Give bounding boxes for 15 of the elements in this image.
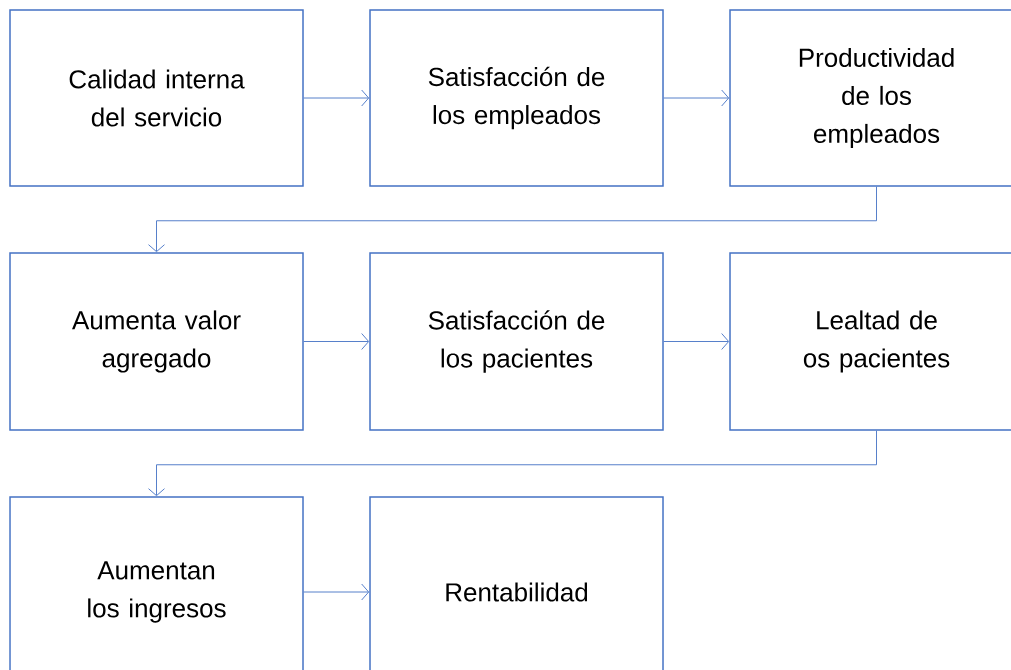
arrow xyxy=(663,333,730,350)
arrow xyxy=(148,430,877,497)
process-box: Rentabilidad xyxy=(369,496,664,670)
process-box: Lealtad de os pacientes xyxy=(729,252,1011,431)
arrow xyxy=(303,333,370,350)
arrow xyxy=(663,89,730,107)
arrow xyxy=(148,186,877,253)
arrow xyxy=(303,583,370,601)
process-box: Calidad interna del servicio xyxy=(9,9,304,187)
process-box: Productividad de los empleados xyxy=(729,9,1011,187)
arrow xyxy=(303,89,370,107)
process-box: Satisfacción de los empleados xyxy=(369,9,664,187)
process-box: Satisfacción de los pacientes xyxy=(369,252,664,431)
process-box: Aumenta valor agregado xyxy=(9,252,304,431)
process-box: Aumentan los ingresos xyxy=(9,496,304,670)
